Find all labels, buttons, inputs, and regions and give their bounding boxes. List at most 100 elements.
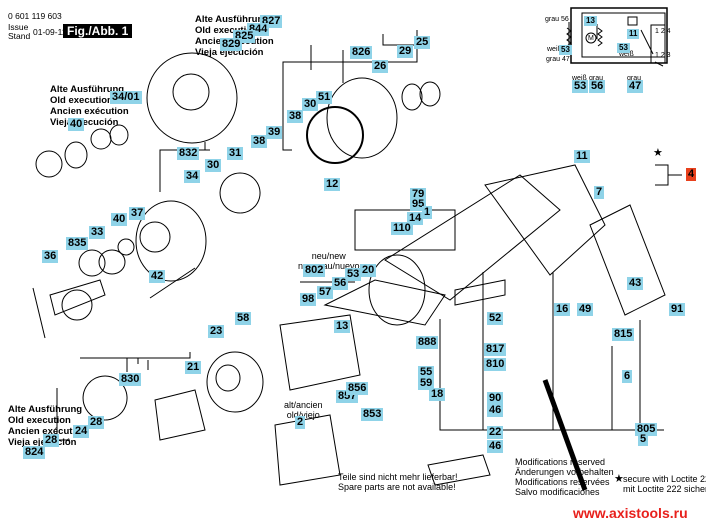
part-label-16[interactable]: 16 [554, 303, 571, 316]
part-label-824[interactable]: 824 [23, 446, 46, 459]
part-label-11[interactable]: 11 [574, 150, 590, 163]
old-execution-note-bottom: Alte Ausführung Old execution Ancien exé… [8, 404, 87, 448]
part-label-853[interactable]: 853 [361, 408, 384, 421]
part-label-38b[interactable]: 38 [251, 135, 268, 148]
part-label-829[interactable]: 829 [220, 38, 243, 51]
figure-label: Fig./Abb. 1 [63, 24, 133, 38]
note-line: mit Loctite 222 sichern [623, 484, 706, 494]
part-label-30b[interactable]: 30 [205, 159, 222, 172]
issue-label: Issue [8, 22, 29, 32]
part-label-5[interactable]: 5 [638, 433, 649, 446]
motor-symbol: M [588, 35, 594, 42]
part-label-52[interactable]: 52 [487, 312, 504, 325]
switch-terminals-top: 1 2 4 [655, 28, 671, 35]
not-available-note: Teile sind nicht mehr lieferbar! Spare p… [338, 472, 458, 492]
part-label-830[interactable]: 830 [119, 373, 142, 386]
part-label-39[interactable]: 39 [266, 126, 283, 139]
part-label-37[interactable]: 37 [129, 207, 146, 220]
part-label-4[interactable]: 4 [686, 168, 697, 181]
part-label-40b[interactable]: 40 [111, 213, 128, 226]
part-label-40[interactable]: 40 [68, 118, 85, 131]
note-line: Vieja ejecución [195, 47, 264, 58]
part-label-51[interactable]: 51 [316, 91, 333, 104]
part-label-22[interactable]: 22 [487, 426, 504, 439]
part-label-14[interactable]: 14 [407, 212, 424, 225]
part-label-38[interactable]: 38 [287, 110, 304, 123]
part-label-826[interactable]: 826 [350, 46, 373, 59]
part-label-888[interactable]: 888 [416, 336, 439, 349]
part-label-53-wire[interactable]: 53 [572, 80, 589, 93]
part-label-98[interactable]: 98 [300, 293, 317, 306]
part-label-110[interactable]: 110 [391, 222, 413, 235]
document-number: 0 601 119 603 [8, 11, 62, 21]
part-label-57[interactable]: 57 [317, 286, 334, 299]
schematic-label-53: 53 [559, 45, 572, 55]
schematic-label-13: 13 [584, 16, 597, 26]
note-line: Alte Ausführung [8, 404, 83, 415]
wire-label-grau-47: grau 47 [546, 56, 570, 63]
part-label-31[interactable]: 31 [227, 147, 244, 160]
note-line: nouveau/nuevo [298, 261, 360, 271]
part-label-7[interactable]: 7 [594, 186, 605, 199]
part-label-815[interactable]: 815 [612, 328, 635, 341]
part-label-91[interactable]: 91 [669, 303, 686, 316]
part-label-46[interactable]: 46 [487, 404, 504, 417]
part-label-34-01[interactable]: 34/01 [110, 91, 142, 104]
part-label-12[interactable]: 12 [324, 178, 341, 191]
website-link[interactable]: www.axistools.ru [573, 505, 688, 521]
part-label-36[interactable]: 36 [42, 250, 59, 263]
part-label-18[interactable]: 18 [429, 388, 446, 401]
part-label-24[interactable]: 24 [73, 425, 90, 438]
part-label-810[interactable]: 810 [484, 358, 507, 371]
part-label-23[interactable]: 23 [208, 325, 225, 338]
new-version-note: neu/new nouveau/nuevo [298, 251, 360, 271]
part-label-20[interactable]: 20 [360, 264, 377, 277]
part-label-28[interactable]: 28 [88, 416, 105, 429]
star-icon: ★ [614, 473, 624, 485]
part-label-817[interactable]: 817 [484, 343, 507, 356]
part-label-30[interactable]: 30 [302, 98, 319, 111]
wire-color-grau: grau [589, 75, 604, 82]
part-label-33[interactable]: 33 [89, 226, 106, 239]
stand-label: Stand [8, 31, 31, 41]
part-label-43[interactable]: 43 [627, 277, 644, 290]
part-label-58[interactable]: 58 [235, 312, 252, 325]
part-label-42[interactable]: 42 [149, 270, 166, 283]
part-label-25[interactable]: 25 [414, 36, 431, 49]
note-line: Änderungen vorbehalten [515, 467, 614, 477]
part-label-56-wire[interactable]: 56 [589, 80, 606, 93]
part-label-46b[interactable]: 46 [487, 440, 504, 453]
note-line: Old execution [50, 95, 113, 106]
part-label-21[interactable]: 21 [185, 361, 202, 374]
part-label-90[interactable]: 90 [487, 392, 504, 405]
note-line: Salvo modificaciones [515, 487, 600, 497]
part-label-802[interactable]: 802 [303, 264, 326, 277]
part-label-832[interactable]: 832 [177, 147, 200, 160]
part-label-55[interactable]: 55 [418, 366, 435, 379]
part-label-6[interactable]: 6 [622, 370, 633, 383]
part-label-47-wire[interactable]: 47 [627, 80, 644, 93]
part-label-2[interactable]: 2 [295, 416, 306, 429]
part-label-835[interactable]: 835 [66, 237, 89, 250]
part-label-79[interactable]: 79 [410, 188, 427, 201]
note-line: Modifications reservées [515, 477, 610, 487]
schematic-label-53b: 53 [617, 43, 630, 53]
part-label-34[interactable]: 34 [184, 170, 201, 183]
part-label-29[interactable]: 29 [397, 45, 414, 58]
loctite-note: secure with Loctite 222 mit Loctite 222 … [623, 474, 706, 494]
part-label-805[interactable]: 805 [635, 423, 658, 436]
part-label-59[interactable]: 59 [418, 377, 435, 390]
wire-label-grau-56: grau 56 [545, 16, 569, 23]
switch-terminals-bottom: 1 2 3 [655, 52, 671, 59]
part-label-13[interactable]: 13 [334, 320, 351, 333]
part-label-856[interactable]: 856 [346, 382, 369, 395]
part-label-49[interactable]: 49 [577, 303, 594, 316]
part-label-1[interactable]: 1 [422, 206, 433, 219]
part-label-53[interactable]: 53 [345, 268, 362, 281]
note-line: Spare parts are not available! [338, 482, 456, 492]
part-label-56[interactable]: 56 [332, 277, 349, 290]
part-label-26[interactable]: 26 [372, 60, 389, 73]
part-label-28b[interactable]: 28 [43, 434, 60, 447]
issue-stand-label: Issue Stand [8, 23, 30, 41]
